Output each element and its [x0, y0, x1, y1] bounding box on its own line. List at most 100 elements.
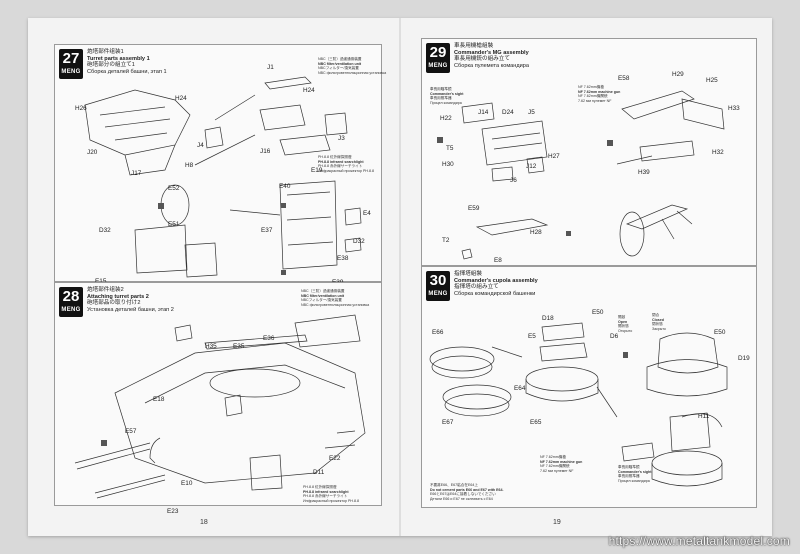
part-label: D32 [353, 238, 365, 245]
note-jp: E66とE67はE64に接着しないでください [430, 492, 496, 497]
part-label: E65 [530, 419, 542, 426]
note-ru: Детали E66 и E67 не склеивать с E64 [430, 496, 493, 501]
part-label: D24 [502, 109, 514, 116]
note-en: NF 7.62mm machine gun [540, 459, 583, 464]
note-ru: Открыто [618, 328, 633, 333]
title-en: Commander's cupola assembly [454, 277, 538, 284]
note-en: NF 7.62mm machine gun [578, 89, 621, 94]
mg-note: NF 7.62mm機槍 NF 7.62mm machine gun NF 7.6… [540, 455, 582, 473]
right-page: 29 MENG 車長用機槍組裝 Commander's MG assembly … [401, 18, 771, 536]
title-en: Attaching turret parts 2 [87, 293, 149, 300]
note-en: PH.8.8 infrared searchlight [303, 489, 349, 494]
note-en: Commander's sight [430, 91, 464, 96]
step-30-panel: 30 MENG 指揮塔組裝 Commander's cupola assembl… [421, 266, 757, 508]
part-label: E37 [261, 227, 273, 234]
part-label: J14 [478, 109, 489, 116]
part-label: E36 [263, 335, 275, 342]
part-label: J1 [267, 64, 274, 71]
note-ru: Прицел командира [618, 478, 650, 483]
part-label: H24 [175, 95, 187, 102]
part-label: E59 [468, 205, 480, 212]
note-jp: 車長用照準器 [430, 96, 452, 101]
part-label: H39 [638, 169, 650, 176]
part-label: E64 [514, 385, 526, 392]
part-label: H35 [205, 343, 217, 350]
note-cn: PH.8.8 紅外線探照燈 [303, 485, 337, 489]
part-label: E4 [363, 210, 371, 217]
part-label: E5 [528, 333, 536, 340]
page-number: 19 [553, 519, 561, 526]
step-title: 炮塔部件组装2 Attaching turret parts 2 砲塔部品の取り… [87, 287, 174, 313]
part-label: H29 [672, 71, 684, 78]
step-number: 30 [429, 272, 447, 289]
note-en: Closed [652, 317, 664, 322]
note-jp: NF 7.62mm機関銃 [578, 94, 608, 99]
title-jp: 砲塔部品の取り付け2 [87, 300, 141, 307]
part-label: E50 [714, 329, 726, 336]
part-label: E35 [233, 343, 245, 350]
step-number: 29 [429, 44, 447, 61]
step-29-panel: 29 MENG 車長用機槍組裝 Commander's MG assembly … [421, 38, 757, 266]
part-label: H27 [548, 153, 560, 160]
note-cn: 車長用瞄準鏡 [430, 87, 452, 91]
note-cn: 開啟 [618, 315, 626, 319]
brand-logo: MENG [61, 69, 81, 75]
part-label: H11 [698, 413, 710, 420]
searchlight-note: PH.8.8 紅外線探照燈 PH.8.8 infrared searchligh… [318, 155, 374, 173]
turret-drawing [74, 314, 366, 499]
part-label: E22 [329, 455, 341, 462]
brand-logo: MENG [428, 291, 448, 297]
note-jp: 開状態 [618, 324, 629, 329]
part-label: H26 [75, 105, 87, 112]
step-28-panel: 28 MENG 炮塔部件组装2 Attaching turret parts 2… [54, 282, 382, 515]
closed-note: 閉合 Closed 閉状態 Закрыто [652, 313, 666, 331]
step-badge: 28 MENG [59, 287, 83, 317]
note-cn: 閉合 [652, 313, 660, 317]
part-label: E57 [125, 428, 137, 435]
note-ru: Инфракрасный прожектор PH.8.8 [303, 498, 359, 503]
part-label: H32 [712, 149, 724, 156]
mg-assembly-drawing [437, 90, 725, 260]
part-label: J5 [528, 109, 535, 116]
note-jp: 閉状態 [652, 322, 663, 327]
step-badge: 29 MENG [426, 43, 450, 73]
title-ru: Сборка деталей башни, этап 1 [87, 68, 167, 75]
part-label: D19 [738, 355, 750, 362]
part-label: E52 [168, 185, 180, 192]
step-title: 指揮塔組裝 Commander's cupola assembly 指揮塔の組み… [454, 271, 538, 297]
mg-note: NF 7.62mm機槍 NF 7.62mm machine gun NF 7.6… [578, 85, 620, 103]
step-number: 27 [62, 50, 80, 67]
part-label: E38 [337, 255, 349, 262]
part-label: E19 [311, 167, 323, 174]
part-label: H8 [185, 162, 194, 169]
note-ru: NBC фильтровентиляционная установка [301, 302, 370, 307]
part-label: E8 [494, 257, 502, 264]
note-jp: PH.8.8 赤外線サーチライト [318, 164, 363, 169]
note-cn: 不要將E66、E67粘合在E64上 [430, 483, 478, 487]
note-en: Do not cement parts E66 and E67 with E64… [430, 487, 504, 492]
part-label: D18 [542, 315, 554, 322]
title-cn: 炮塔部件组装1 [87, 49, 124, 55]
brand-logo: MENG [428, 63, 448, 69]
note-jp: 車長用照準器 [618, 474, 640, 479]
step-title: 炮塔部件组装1 Turret parts assembly 1 砲塔部分の組立て… [87, 49, 167, 75]
part-label: E58 [618, 75, 630, 82]
note-cn: PH.8.8 紅外線探照燈 [318, 155, 352, 159]
note-cn: NF 7.62mm機槍 [540, 455, 566, 459]
note-cn: 車長用瞄準鏡 [618, 465, 640, 469]
title-cn: 車長用機槍組裝 [454, 43, 494, 49]
step-number: 28 [62, 288, 80, 305]
part-label: D11 [313, 469, 325, 476]
title-en: Turret parts assembly 1 [87, 55, 150, 62]
note-ru: 7.62 мм пулемет NF [578, 98, 612, 103]
part-label: E18 [153, 396, 165, 403]
part-label: E50 [592, 309, 604, 316]
part-label: J4 [197, 142, 204, 149]
step-title: 車長用機槍組裝 Commander's MG assembly 車長用機銃の組み… [454, 43, 529, 69]
page-number: 18 [200, 519, 208, 526]
part-label: J17 [131, 170, 142, 177]
step-27-panel: 27 MENG 炮塔部件组装1 Turret parts assembly 1 … [54, 44, 386, 290]
part-label: H28 [530, 229, 542, 236]
title-ru: Установка деталей башни, этап 2 [87, 306, 174, 313]
note-cn: NBC（三防）過濾通風裝置 [301, 289, 345, 293]
